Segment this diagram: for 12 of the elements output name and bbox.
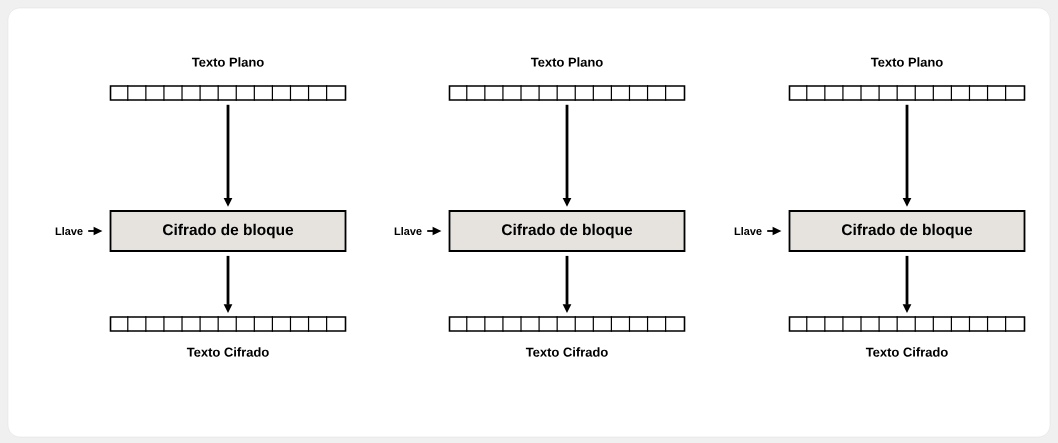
key-label: Llave [734, 226, 762, 235]
process-box: Cifrado de bloque [109, 210, 347, 252]
bar-heading: Texto Plano [870, 57, 943, 67]
key-label: Llave [55, 226, 83, 235]
bar-heading: Texto Cifrado [525, 347, 608, 357]
bar-heading: Texto Cifrado [865, 347, 948, 357]
bar-heading: Texto Cifrado [186, 347, 269, 357]
process-box: Cifrado de bloque [448, 210, 686, 252]
process-box: Cifrado de bloque [788, 210, 1026, 252]
bar-heading: Texto Plano [191, 57, 264, 67]
key-label: Llave [394, 226, 422, 235]
bar-heading: Texto Plano [530, 57, 603, 67]
